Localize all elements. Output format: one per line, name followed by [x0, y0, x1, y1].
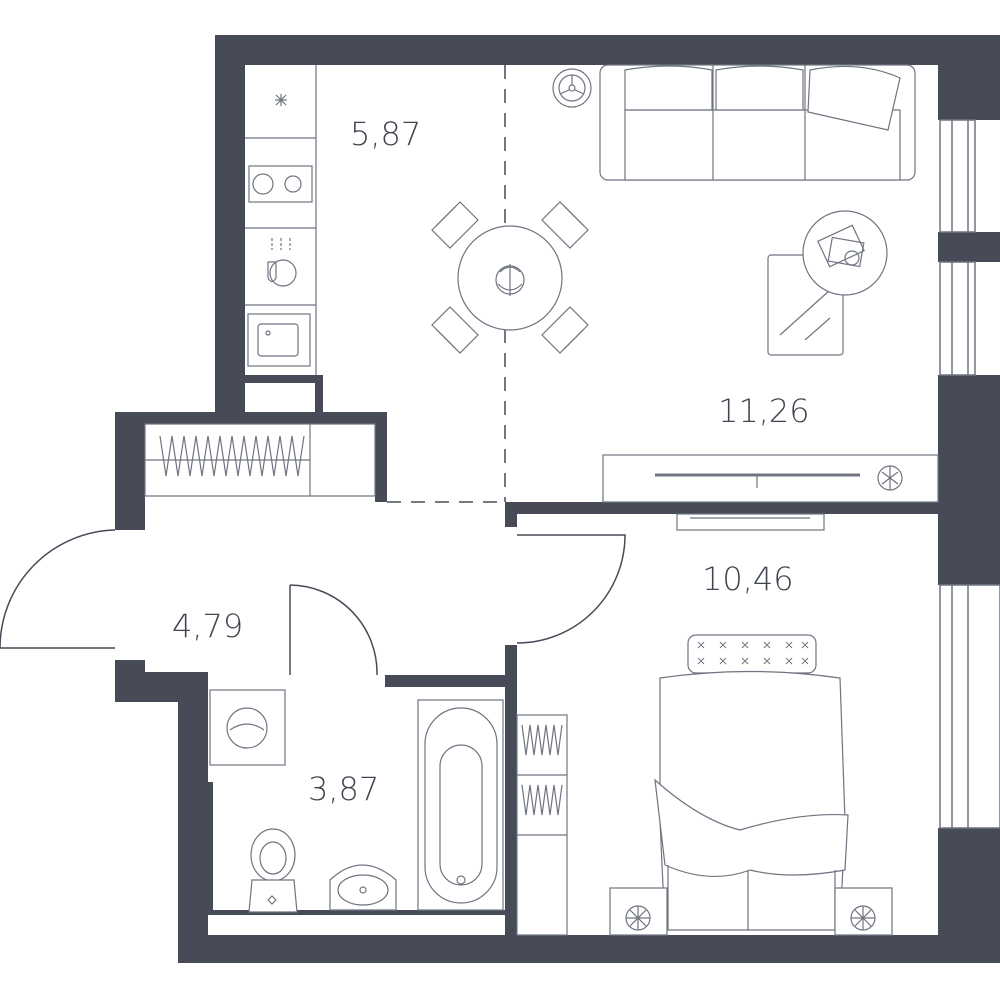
plant-icon	[877, 465, 903, 491]
kitchen-area-label: 5,87	[350, 115, 421, 153]
washing-machine-icon	[209, 689, 286, 766]
wall-bath-inner-left	[205, 782, 213, 912]
toilet-icon	[248, 828, 298, 913]
coffee-table	[802, 210, 888, 296]
wall-right-3	[938, 375, 1000, 585]
bedroom-door-swing	[516, 534, 626, 644]
fridge-icon	[275, 94, 287, 106]
wall-wardrobe-left	[115, 412, 145, 530]
headboard-stitches	[697, 641, 809, 665]
wall-wardrobe-right	[375, 412, 387, 502]
sofa	[599, 64, 916, 181]
wall-wardrobe-top	[115, 412, 387, 424]
wall-right-2	[938, 232, 1000, 262]
dining-table	[431, 201, 589, 354]
wall-top	[215, 35, 1000, 65]
bathtub-icon	[417, 699, 504, 911]
kitchen-furniture	[245, 65, 317, 375]
wall-bath-bottom-inner	[205, 910, 505, 915]
hallway-area-label: 4,79	[172, 607, 243, 645]
nightstand-right	[834, 887, 893, 936]
chair-top-right	[541, 201, 589, 249]
window-living-2	[939, 261, 976, 376]
bedroom-furniture	[516, 513, 893, 936]
washbasin-icon	[329, 864, 397, 911]
wall-bath-left	[178, 672, 208, 963]
dishwasher-icon	[267, 238, 297, 287]
windows	[939, 119, 1000, 829]
chair-bottom-right	[541, 306, 589, 354]
bedroom-area-label: 10,46	[702, 560, 794, 598]
living-room-area-label: 11,26	[718, 392, 810, 430]
window-living-1	[939, 119, 976, 233]
floor-lamp-icon	[552, 68, 592, 108]
wall-kitchen-left	[215, 35, 245, 413]
sink-icon	[247, 313, 311, 367]
doors	[0, 529, 626, 676]
bathroom-door-swing	[289, 584, 378, 676]
nightstand-left	[609, 887, 668, 936]
tv-stand	[602, 454, 939, 503]
wall-right-1	[938, 35, 1000, 120]
wall-bath-top	[385, 675, 505, 687]
chair-top-left	[431, 201, 479, 249]
wall-kitchen-small	[315, 378, 323, 418]
bed	[654, 670, 849, 931]
hall-wardrobe	[144, 423, 376, 497]
window-bedroom	[939, 584, 1000, 829]
bathroom-furniture	[209, 689, 504, 913]
headboard	[687, 634, 817, 674]
wall-kitchen-ledge	[245, 375, 323, 383]
wardrobe	[516, 714, 568, 936]
cooktop-icon	[248, 165, 313, 203]
area-labels: 5,87 11,26 10,46 4,79 3,87	[172, 115, 810, 808]
wall-partition-vertical	[505, 645, 517, 935]
wall-bedroom-top	[505, 502, 938, 514]
wall-tv	[676, 513, 825, 531]
living-furniture	[552, 64, 939, 503]
entrance-door-swing	[0, 529, 116, 649]
walls	[115, 35, 1000, 963]
chair-bottom-left	[431, 306, 479, 354]
bathroom-area-label: 3,87	[308, 770, 379, 808]
wall-bottom	[178, 935, 1000, 963]
plant-icon	[495, 264, 525, 296]
